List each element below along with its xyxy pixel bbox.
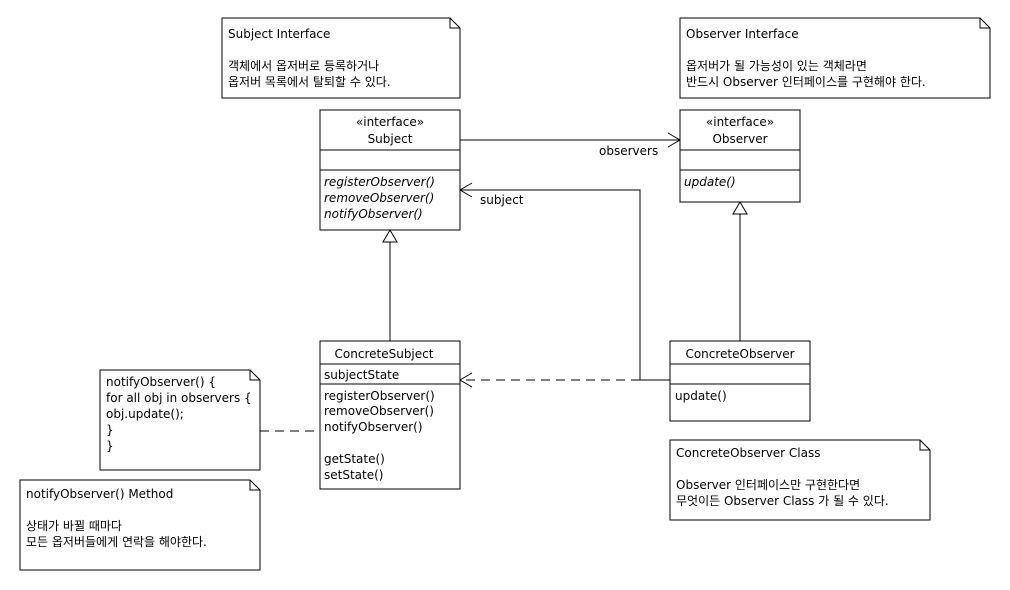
method: update() xyxy=(675,389,727,403)
note-line: 객체에서 옵저버로 등록하거나 xyxy=(228,59,379,73)
note-line: 상태가 바뀔 때마다 xyxy=(26,519,122,533)
method: removeObserver() xyxy=(324,191,434,205)
association-subject xyxy=(459,182,670,381)
method: update() xyxy=(684,175,736,189)
note-title: Subject Interface xyxy=(228,27,330,41)
method: registerObserver() xyxy=(324,389,435,403)
class-name: Subject xyxy=(368,132,413,146)
observers-label: observers xyxy=(599,144,658,158)
method: registerObserver() xyxy=(324,175,435,189)
code-line: for all obj in observers { xyxy=(106,391,252,405)
note-line: 옵저버 목록에서 탈퇴할 수 있다. xyxy=(228,75,391,89)
method: notifyObserver() xyxy=(324,207,423,221)
method: getState() xyxy=(324,452,385,466)
note-notify-method: notifyObserver() Method 상태가 바뀔 때마다 모든 옵저… xyxy=(19,479,261,571)
dependency-arrow xyxy=(459,372,640,388)
class-concrete-subject: ConcreteSubject subjectState registerObs… xyxy=(319,340,461,490)
class-concrete-observer: ConcreteObserver update() xyxy=(669,340,811,422)
method: notifyObserver() xyxy=(324,420,423,434)
class-name: ConcreteObserver xyxy=(685,347,794,361)
note-notify-code: notifyObserver() { for all obj in observ… xyxy=(99,369,261,471)
note-title: notifyObserver() Method xyxy=(26,487,173,501)
note-line: 무엇이든 Observer Class 가 될 수 있다. xyxy=(676,494,889,508)
code-line: notifyObserver() { xyxy=(106,375,216,389)
note-line: 반드시 Observer 인터페이스를 구현해야 한다. xyxy=(686,75,926,89)
note-observer-interface: Observer Interface 옵저버가 될 가능성이 있는 객체라면 반… xyxy=(679,17,991,99)
method: removeObserver() xyxy=(324,404,434,418)
class-observer: «interface» Observer update() xyxy=(679,109,801,203)
note-title: Observer Interface xyxy=(686,27,799,41)
subject-label: subject xyxy=(480,193,524,207)
class-name: ConcreteSubject xyxy=(335,347,434,361)
note-subject-interface: Subject Interface 객체에서 옵저버로 등록하거나 옵저버 목록… xyxy=(221,17,461,99)
code-line: } xyxy=(106,439,114,453)
note-title: ConcreteObserver Class xyxy=(676,446,821,460)
method: setState() xyxy=(324,468,383,482)
attribute: subjectState xyxy=(324,368,399,382)
realization-subject xyxy=(382,229,398,341)
class-name: Observer xyxy=(712,132,767,146)
code-line: obj.update(); xyxy=(106,407,184,421)
code-line: } xyxy=(106,423,114,437)
note-line: Observer 인터페이스만 구현한다면 xyxy=(676,478,860,492)
note-line: 모든 옵저버들에게 연락을 해야한다. xyxy=(26,535,207,549)
stereotype: «interface» xyxy=(356,115,424,129)
class-subject: «interface» Subject registerObserver() r… xyxy=(319,109,461,231)
realization-observer xyxy=(732,201,748,341)
note-line: 옵저버가 될 가능성이 있는 객체라면 xyxy=(686,59,867,73)
stereotype: «interface» xyxy=(706,115,774,129)
note-concrete-observer-class: ConcreteObserver Class Observer 인터페이스만 구… xyxy=(669,439,931,521)
